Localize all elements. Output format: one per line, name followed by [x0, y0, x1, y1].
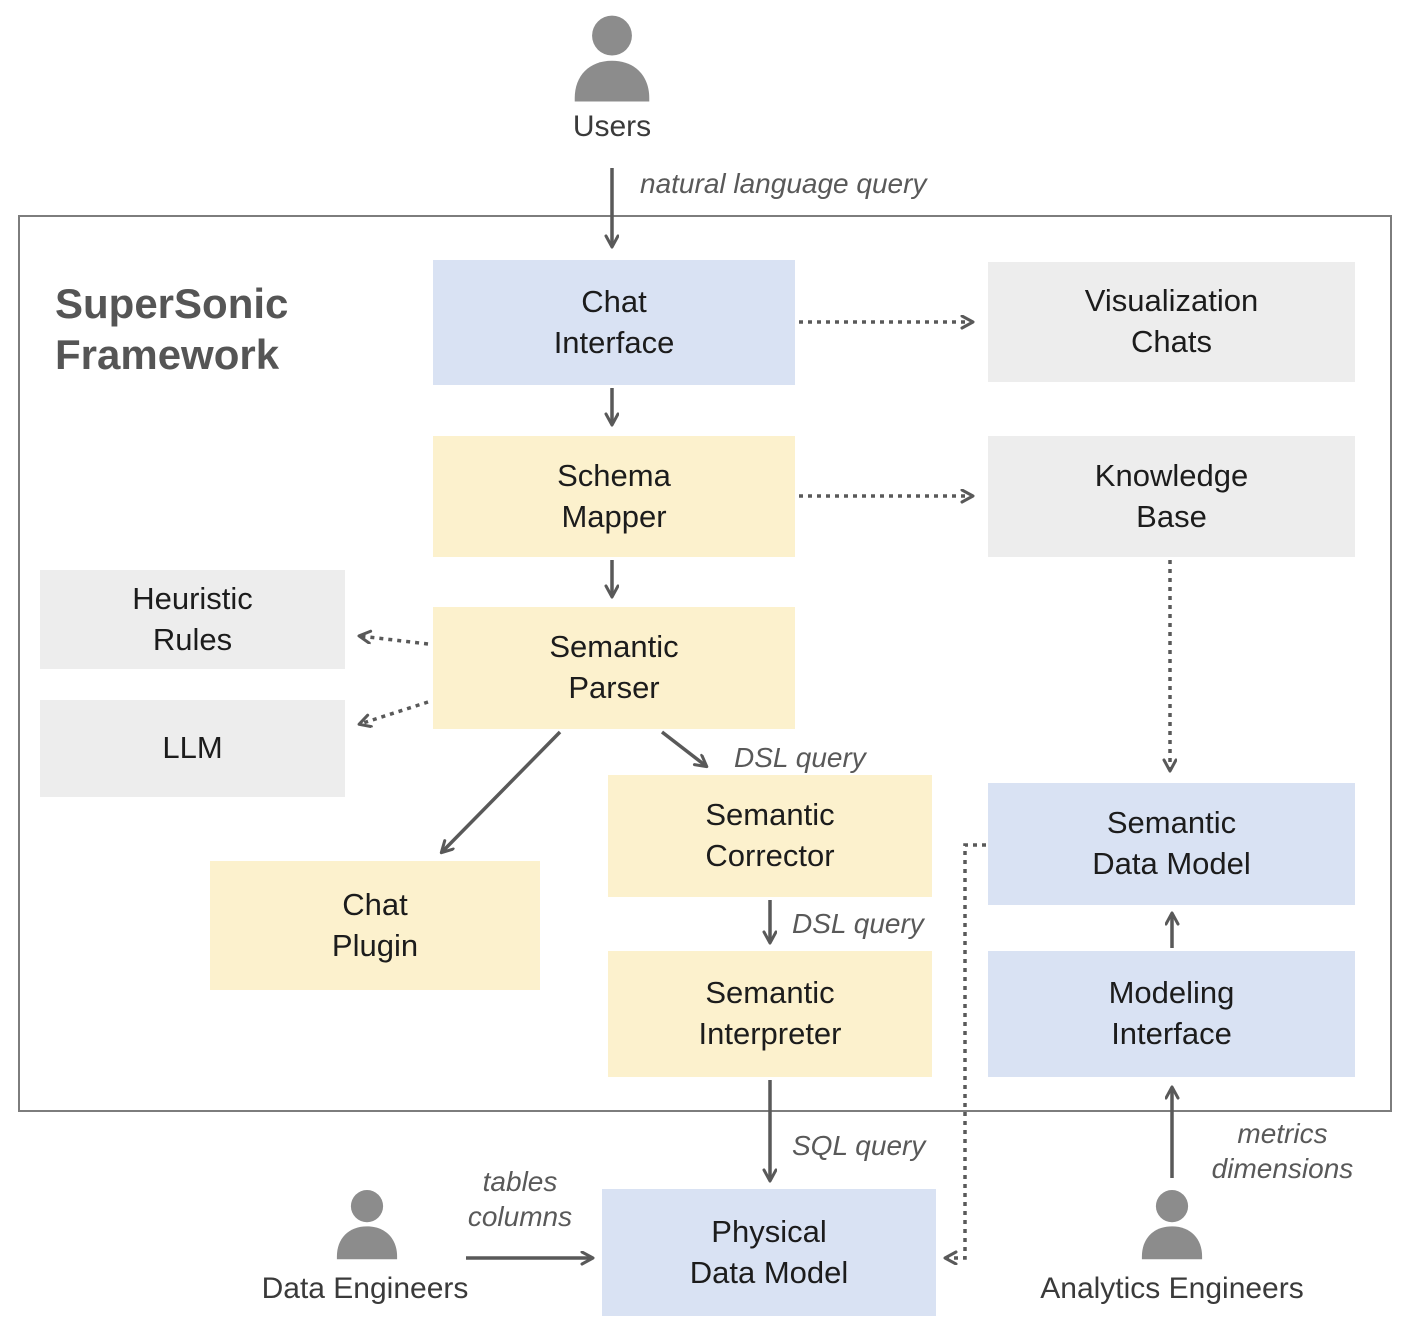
node-physical-data-model-label: Physical Data Model: [689, 1213, 849, 1290]
users-person-icon: [560, 6, 664, 112]
node-schema-mapper: Schema Mapper: [433, 436, 795, 557]
node-heuristic-rules: Heuristic Rules: [40, 570, 345, 669]
node-schema-mapper-label: Schema Mapper: [557, 457, 671, 534]
edge-label-sql-query: SQL query: [792, 1130, 926, 1161]
data-engineers-person-icon: [325, 1182, 409, 1268]
node-llm: LLM: [40, 700, 345, 797]
node-modeling-interface: Modeling Interface: [988, 951, 1355, 1077]
users-label: Users: [572, 110, 652, 143]
framework-title: SuperSonic Framework: [55, 280, 289, 379]
node-semantic-interpreter-label: Semantic Interpreter: [698, 975, 842, 1051]
edge-label-dsl-query-1: DSL query: [734, 742, 866, 773]
node-llm-label: LLM: [162, 730, 223, 766]
analytics-engineers-person-icon: [1130, 1182, 1214, 1268]
node-semantic-data-model-label: Semantic Data Model: [1092, 805, 1251, 881]
node-modeling-interface-label: Modeling Interface: [1108, 975, 1235, 1051]
edge-label-natural-language-query: natural language query: [640, 168, 927, 199]
node-semantic-corrector: Semantic Corrector: [608, 775, 932, 897]
node-chat-interface-label: Chat Interface: [553, 283, 675, 360]
analytics-engineers-label: Analytics Engineers: [1040, 1272, 1304, 1305]
edge-label-metrics-dimensions: metrics dimensions: [1211, 1118, 1354, 1184]
node-visualization-chats: Visualization Chats: [988, 262, 1355, 382]
edge-label-dsl-query-2: DSL query: [792, 908, 924, 939]
node-semantic-parser-label: Semantic Parser: [549, 629, 679, 705]
data-engineers-label: Data Engineers: [261, 1272, 469, 1305]
node-chat-plugin-label: Chat Plugin: [331, 886, 419, 963]
node-semantic-data-model: Semantic Data Model: [988, 783, 1355, 905]
node-physical-data-model: Physical Data Model: [602, 1189, 936, 1316]
node-semantic-parser: Semantic Parser: [433, 607, 795, 729]
node-heuristic-rules-label: Heuristic Rules: [132, 580, 253, 657]
node-chat-interface: Chat Interface: [433, 260, 795, 385]
node-knowledge-base: Knowledge Base: [988, 436, 1355, 557]
node-knowledge-base-label: Knowledge Base: [1094, 457, 1249, 534]
framework-boundary: [18, 215, 1392, 1112]
node-visualization-chats-label: Visualization Chats: [1084, 283, 1259, 359]
node-semantic-corrector-label: Semantic Corrector: [705, 797, 835, 873]
node-chat-plugin: Chat Plugin: [210, 861, 540, 990]
node-semantic-interpreter: Semantic Interpreter: [608, 951, 932, 1077]
edge-label-tables-columns: tables columns: [467, 1166, 573, 1232]
